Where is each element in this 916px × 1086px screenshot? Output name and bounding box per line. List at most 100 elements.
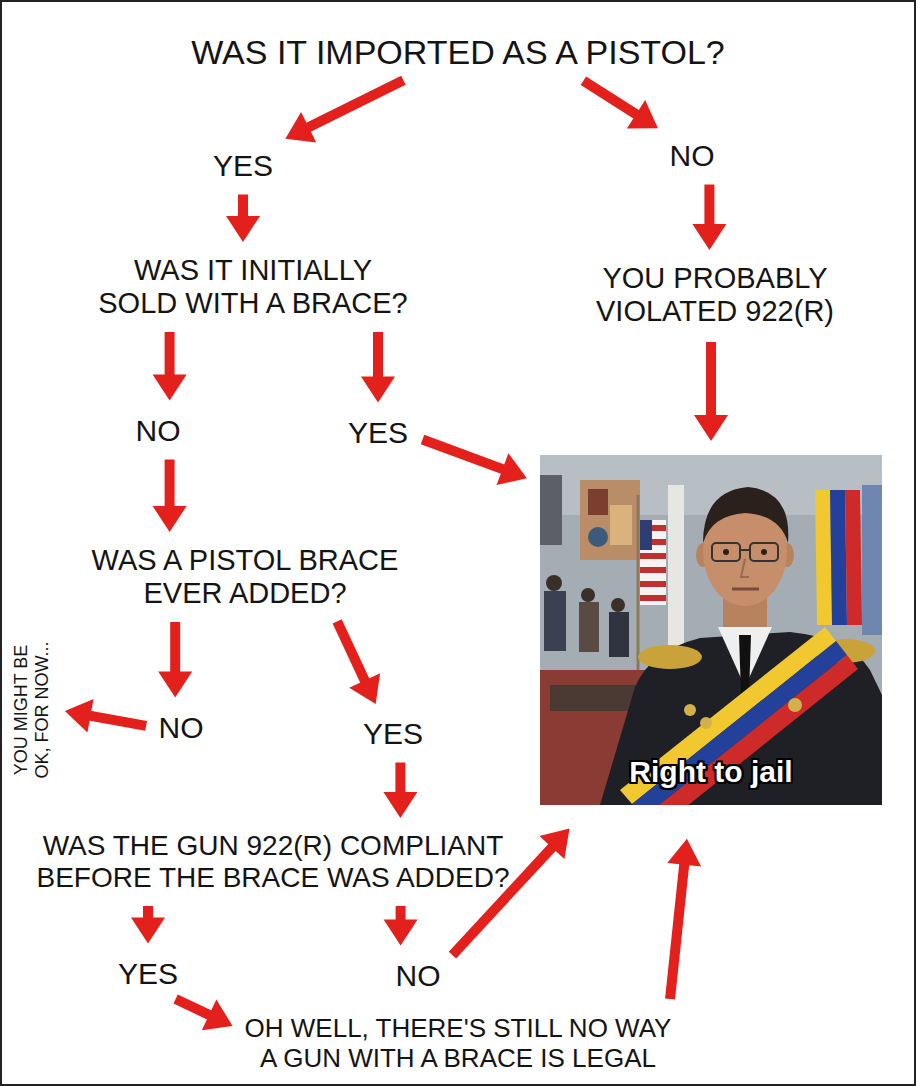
arrow-shaft — [165, 460, 175, 512]
person-head — [611, 598, 625, 612]
arrow-shaft — [423, 439, 508, 470]
red-arrow — [583, 81, 658, 129]
flow-label: YES — [347, 415, 409, 450]
red-arrow — [423, 439, 527, 485]
painting — [580, 480, 640, 560]
venezuela-flag — [815, 485, 882, 635]
epaulette — [638, 645, 702, 669]
red-arrow — [694, 342, 728, 441]
flag-stripe — [640, 581, 666, 587]
flow-text: WAS THE GUN 922(R) COMPLIANT BEFORE THE … — [30, 824, 516, 900]
flow-text: NO — [389, 952, 447, 999]
flow-label: WAS A PISTOL BRACE EVER ADDED? — [91, 544, 399, 610]
flow-label: WAS THE GUN 922(R) COMPLIANT BEFORE THE … — [36, 830, 510, 894]
flow-label: YES — [117, 956, 179, 991]
arrow-head — [497, 453, 527, 485]
flow-text: WAS IT INITIALLY SOLD WITH A BRACE? — [92, 248, 415, 326]
flag-stripe — [640, 595, 666, 601]
eye — [723, 549, 729, 555]
flow-text: WAS A PISTOL BRACE EVER ADDED? — [85, 538, 405, 616]
flow-label: NO — [158, 710, 204, 745]
red-arrow — [153, 332, 187, 401]
flow-label: WAS IT IMPORTED AS A PISTOL? — [191, 33, 726, 72]
arrow-shaft — [165, 332, 175, 380]
red-arrow — [176, 999, 233, 1030]
red-arrow — [158, 622, 192, 698]
flow-label: OH WELL, THERE'S STILL NO WAY A GUN WITH… — [244, 1013, 672, 1073]
arrow-shaft — [170, 622, 180, 677]
mouth — [732, 588, 759, 591]
arrow-head — [383, 792, 417, 818]
dark-painting — [540, 475, 562, 545]
person-head — [581, 588, 595, 602]
arrow-head — [692, 224, 726, 250]
arrow-head — [202, 1000, 233, 1031]
person-head — [546, 575, 562, 591]
flow-text: NO — [152, 704, 210, 751]
painting-patch — [588, 527, 608, 547]
arrow-shaft — [304, 80, 403, 129]
background-people — [544, 575, 629, 657]
red-arrow — [384, 906, 418, 946]
red-arrow — [131, 906, 165, 944]
meme-photo — [540, 455, 882, 805]
arrow-shaft — [373, 332, 383, 382]
meme-caption: Right to jail — [629, 754, 792, 789]
red-arrow — [153, 460, 187, 533]
flag-band — [830, 490, 847, 625]
arrow-shaft — [670, 859, 685, 999]
flow-text: YES — [341, 409, 415, 456]
flag-cloth — [640, 520, 666, 605]
arrow-head — [361, 377, 395, 403]
rotated-note: YOU MIGHT BE OK, FOR NOW... — [5, 635, 59, 785]
arrow-shaft — [704, 185, 714, 230]
red-arrow — [226, 195, 260, 243]
arrow-head — [539, 828, 569, 859]
person-body — [579, 602, 599, 652]
eye — [761, 549, 767, 555]
glasses-lens — [712, 543, 740, 561]
flow-text: YOU PROBABLY VIOLATED 922(R) — [590, 256, 841, 334]
red-arrow — [65, 699, 146, 732]
flow-label: NO — [395, 958, 441, 993]
arrow-head — [65, 699, 94, 732]
arrow-head — [153, 506, 187, 532]
nose — [741, 559, 749, 577]
painting-patch — [610, 505, 632, 545]
medal — [684, 704, 696, 716]
person-body — [609, 612, 629, 657]
flow-label: YOU PROBABLY VIOLATED 922(R) — [596, 262, 835, 328]
arrow-head — [667, 839, 701, 867]
officer — [600, 487, 882, 805]
red-arrow — [383, 763, 417, 819]
glasses-bridge — [740, 549, 750, 551]
flow-label: YES — [362, 716, 424, 751]
red-arrow — [692, 185, 726, 251]
meme-image: Right to jail — [540, 455, 882, 805]
tie — [739, 635, 751, 695]
flag-band — [845, 490, 862, 625]
sash-band — [620, 627, 836, 804]
arrow-head — [131, 918, 165, 944]
red-arrow — [285, 80, 403, 142]
flag-stripe — [640, 567, 666, 573]
flow-text: WAS IT IMPORTED AS A PISTOL? — [185, 27, 732, 78]
flag-canton — [640, 520, 652, 550]
flow-label: YOU MIGHT BE OK, FOR NOW... — [11, 641, 53, 779]
flow-text: OH WELL, THERE'S STILL NO WAY A GUN WITH… — [238, 1007, 678, 1079]
arrow-shaft — [176, 999, 214, 1017]
arrow-shaft — [706, 342, 716, 420]
flow-label: NO — [135, 413, 181, 448]
arrow-head — [384, 920, 418, 946]
flow-text: NO — [663, 132, 721, 179]
arrow-head — [226, 216, 260, 242]
flow-text: YES — [111, 950, 185, 997]
arrow-head — [153, 375, 187, 401]
arrow-head — [627, 100, 658, 129]
flow-label: YES — [212, 148, 274, 183]
painting-patch — [588, 489, 608, 515]
flow-text: YES — [356, 710, 430, 757]
